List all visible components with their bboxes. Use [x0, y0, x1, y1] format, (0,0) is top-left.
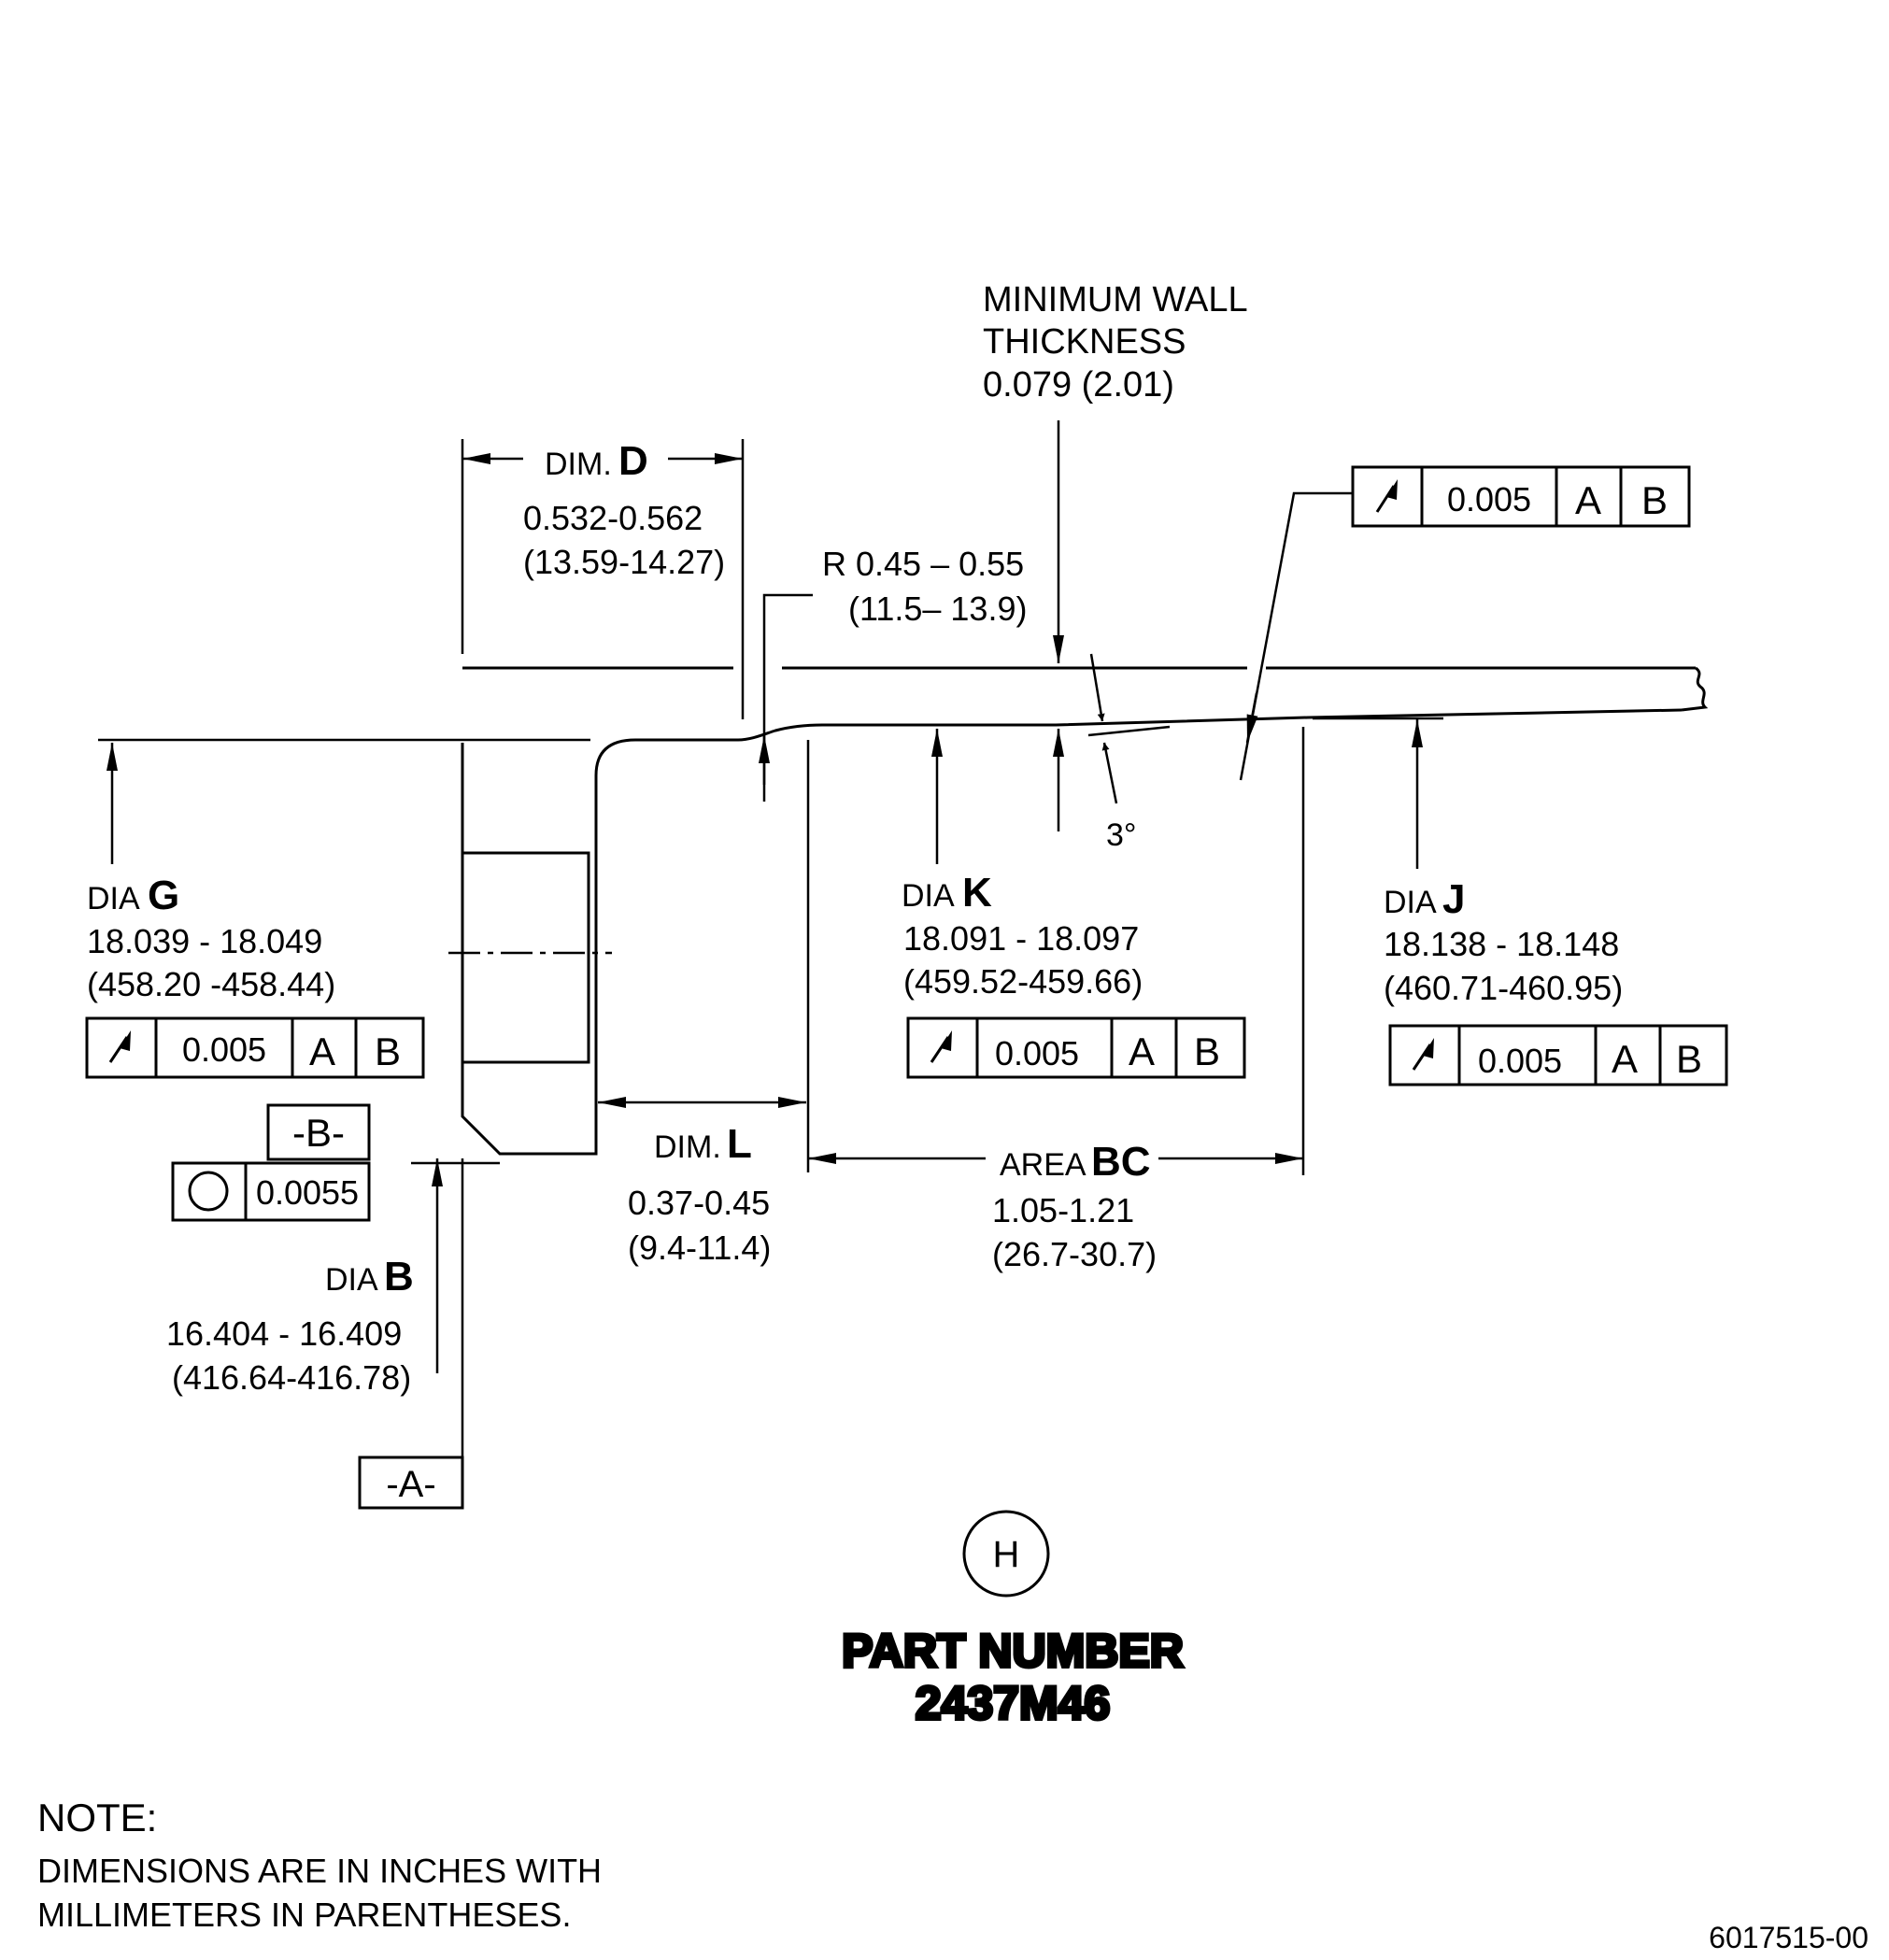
runout-tolerance: 0.005 [1447, 480, 1531, 518]
runout-frame-dia-k: 0.005 A B [906, 1016, 1246, 1079]
radius-mm: (11.5– 13.9) [848, 589, 1027, 628]
part-number-line2: 2437M46 [916, 1677, 1111, 1729]
runout-datum-b: B [1676, 1037, 1702, 1081]
dim-l-letter: L [727, 1121, 752, 1167]
part-profile [448, 666, 1709, 1156]
runout-frame-dia-j: 0.005 A B [1388, 1024, 1728, 1087]
runout-arrow-icon [1375, 479, 1398, 513]
runout-datum-a: A [1575, 478, 1601, 522]
drawing-number: 6017515-00 [1709, 1921, 1868, 1954]
dim-d-prefix: DIM. [545, 447, 612, 482]
runout-arrow-icon [1412, 1038, 1434, 1071]
dia-k-inch: 18.091 - 18.097 [903, 919, 1139, 958]
note-block: NOTE: DIMENSIONS ARE IN INCHES WITH MILL… [37, 1796, 602, 1934]
dia-k-letter: K [962, 870, 992, 916]
radius-inch: R 0.45 – 0.55 [822, 545, 1024, 583]
area-bc-prefix: AREA [1000, 1147, 1087, 1183]
dia-j-mm: (460.71-460.95) [1384, 969, 1623, 1007]
dia-b-label: DIA B 16.404 - 16.409 (416.64-416.78) [166, 1254, 414, 1397]
dimension-lines [107, 420, 1423, 1373]
view-label: H [962, 1510, 1050, 1598]
area-bc-letter: BC [1091, 1139, 1151, 1185]
area-bc-label: AREA BC 1.05-1.21 (26.7-30.7) [992, 1139, 1157, 1273]
dim-l-inch: 0.37-0.45 [628, 1184, 770, 1222]
radius-label: R 0.45 – 0.55 (11.5– 13.9) [822, 545, 1027, 628]
runout-tolerance: 0.005 [182, 1030, 266, 1069]
dia-b-mm: (416.64-416.78) [172, 1358, 411, 1397]
min-wall-value: 0.079 (2.01) [983, 365, 1174, 405]
runout-datum-a: A [309, 1030, 335, 1073]
circularity-tolerance: 0.0055 [256, 1173, 359, 1212]
runout-tolerance: 0.005 [995, 1034, 1079, 1072]
dia-j-label: DIA J 18.138 - 18.148 (460.71-460.95) [1384, 876, 1623, 1007]
datum-b-frame: -B- [266, 1103, 371, 1161]
note-line2: MILLIMETERS IN PARENTHESES. [37, 1896, 571, 1934]
runout-datum-a: A [1129, 1030, 1155, 1073]
runout-tolerance: 0.005 [1478, 1042, 1562, 1080]
dia-j-prefix: DIA [1384, 885, 1437, 920]
taper-angle-label: 3° [1106, 817, 1137, 853]
view-letter: H [993, 1534, 1020, 1575]
dia-j-inch: 18.138 - 18.148 [1384, 925, 1619, 963]
runout-datum-b: B [375, 1030, 401, 1073]
min-wall-line2: THICKNESS [983, 322, 1186, 362]
datum-a-frame: -A- [358, 1456, 464, 1510]
runout-frame-dia-g: 0.005 A B [85, 1016, 425, 1079]
runout-arrow-icon [108, 1030, 131, 1063]
runout-datum-b: B [1194, 1030, 1220, 1073]
dia-b-prefix: DIA [325, 1262, 378, 1298]
dim-d-label: DIM. D 0.532-0.562 (13.59-14.27) [523, 438, 725, 581]
min-wall-line1: MINIMUM WALL [983, 280, 1248, 320]
dia-g-letter: G [148, 873, 179, 918]
dim-d-inch: 0.532-0.562 [523, 499, 703, 537]
dim-l-label: DIM. L 0.37-0.45 (9.4-11.4) [628, 1121, 771, 1267]
area-bc-mm: (26.7-30.7) [992, 1235, 1157, 1273]
dia-g-mm: (458.20 -458.44) [87, 965, 335, 1003]
dia-k-label: DIA K 18.091 - 18.097 (459.52-459.66) [902, 870, 1143, 1001]
runout-datum-b: B [1641, 478, 1668, 522]
dia-g-label: DIA G 18.039 - 18.049 (458.20 -458.44) [87, 873, 335, 1003]
dia-j-letter: J [1442, 876, 1465, 922]
area-bc-inch: 1.05-1.21 [992, 1191, 1134, 1229]
runout-frame-top: 0.005 A B [1351, 465, 1691, 528]
dia-k-prefix: DIA [902, 878, 955, 914]
runout-datum-a: A [1612, 1037, 1638, 1081]
dia-b-letter: B [384, 1254, 414, 1300]
dim-d-mm: (13.59-14.27) [523, 543, 725, 581]
extension-lines [98, 439, 1443, 1509]
datum-a-label: -A- [386, 1464, 435, 1505]
circularity-icon [188, 1171, 229, 1212]
circularity-frame: 0.0055 [171, 1161, 371, 1222]
part-number: PART NUMBER 2437M46 [840, 1623, 1186, 1731]
dia-g-prefix: DIA [87, 881, 140, 916]
datum-b-label: -B- [292, 1111, 345, 1155]
runout-arrow-icon [930, 1030, 952, 1063]
dim-l-mm: (9.4-11.4) [628, 1229, 771, 1267]
part-number-line1: PART NUMBER [842, 1625, 1184, 1677]
dia-k-mm: (459.52-459.66) [903, 962, 1143, 1001]
dim-l-prefix: DIM. [654, 1129, 721, 1165]
dia-b-inch: 16.404 - 16.409 [166, 1314, 402, 1353]
note-title: NOTE: [37, 1796, 157, 1839]
min-wall-note: MINIMUM WALL THICKNESS 0.079 (2.01) [983, 280, 1248, 405]
dim-d-letter: D [618, 438, 648, 484]
dia-g-inch: 18.039 - 18.049 [87, 922, 322, 960]
note-line1: DIMENSIONS ARE IN INCHES WITH [37, 1852, 602, 1890]
